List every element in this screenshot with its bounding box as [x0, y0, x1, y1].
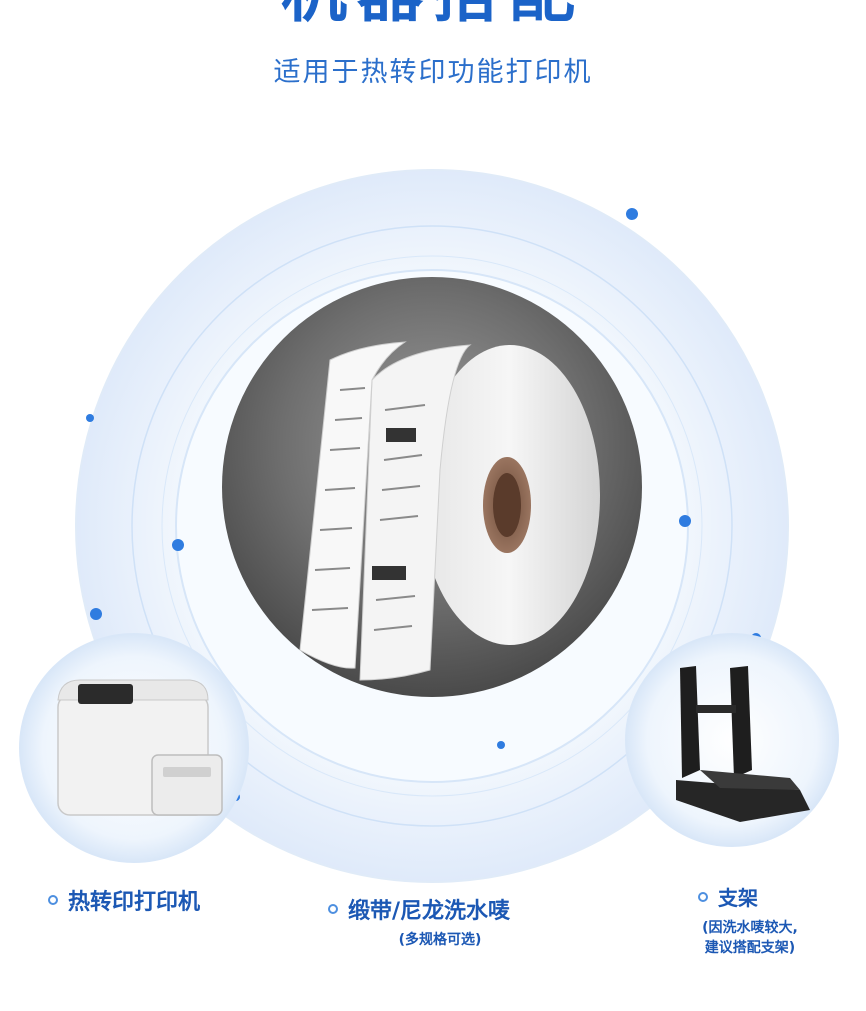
orbit-dot: [172, 539, 184, 551]
item-printer-label: 热转印打印机: [48, 884, 200, 916]
label-roll-image: [222, 277, 642, 697]
item-label-roll-note: (多规格可选): [398, 932, 482, 948]
orbit-dot: [497, 741, 505, 749]
page-title: 机器搭配: [0, 0, 866, 24]
holder-stand-image: [625, 633, 839, 847]
item-label-roll-label: 缎带/尼龙洗水唛: [328, 893, 510, 925]
item-holder-label: 支架: [698, 882, 758, 911]
page-subtitle: 适用于热转印功能打印机: [273, 57, 593, 88]
item-holder-note-line1: (因洗水唛较大,: [702, 920, 798, 936]
printer-image: [19, 633, 249, 863]
bullet-icon: [698, 891, 708, 902]
orbit-dot: [90, 608, 102, 620]
orbit-dot: [679, 515, 691, 527]
bullet-icon: [328, 904, 338, 914]
orbit-line-1: [131, 225, 733, 827]
orbit-dot: [626, 208, 638, 220]
bullet-icon: [48, 895, 58, 905]
item-holder-note-line2: 建议搭配支架): [704, 940, 796, 956]
orbit-dot: [86, 414, 94, 422]
